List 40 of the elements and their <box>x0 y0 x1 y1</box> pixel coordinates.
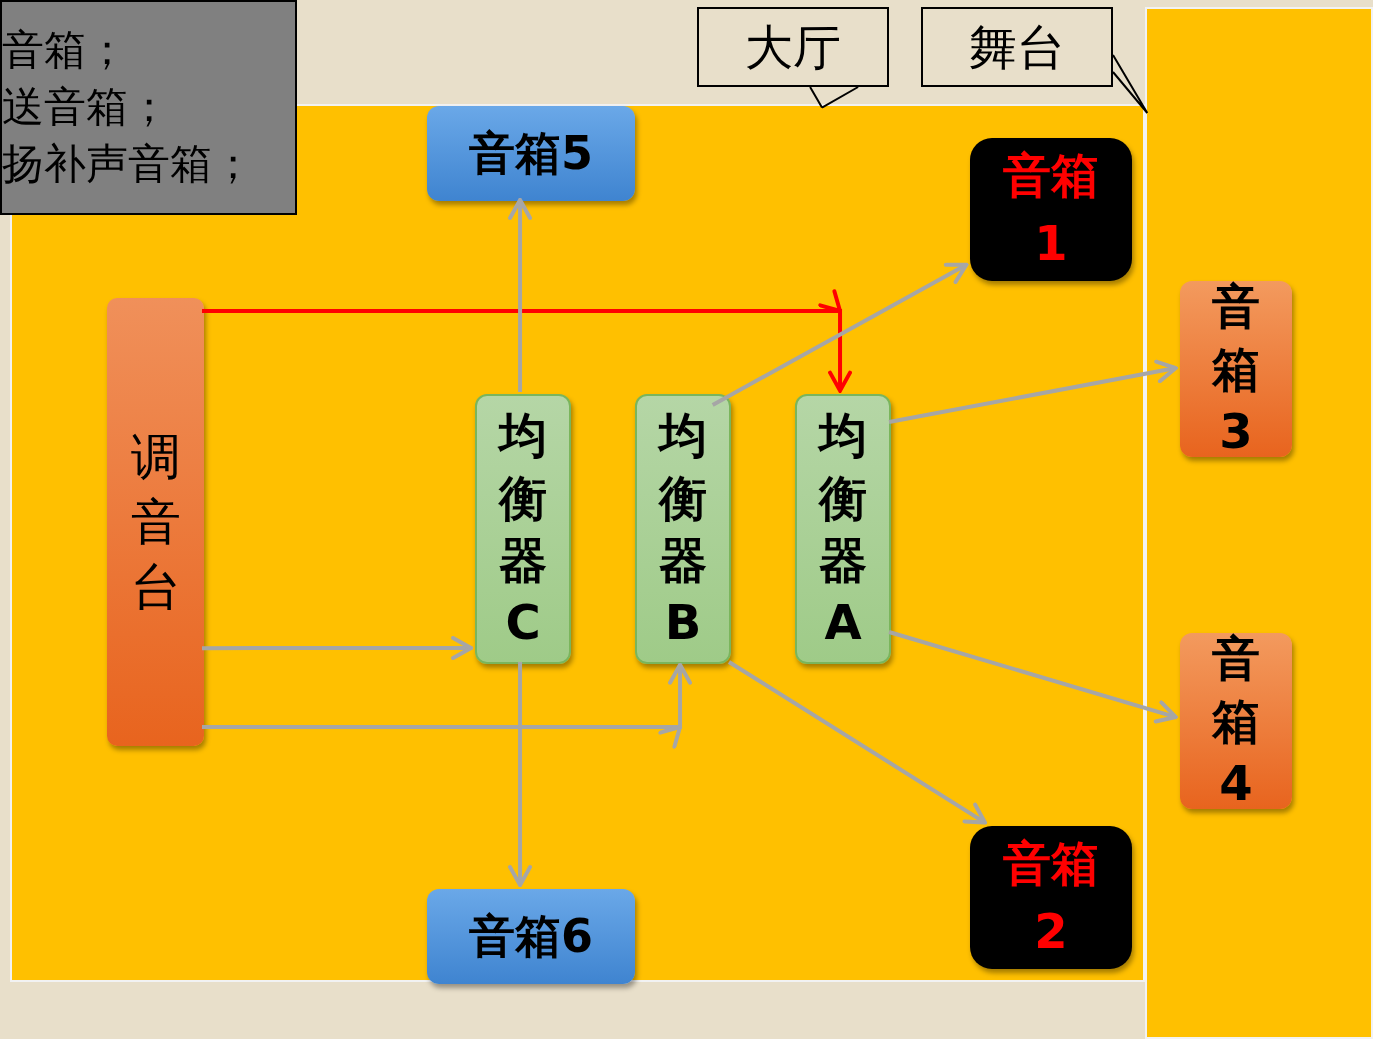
node-label: 大厅 <box>745 17 841 77</box>
callout-pointer <box>1112 54 1149 114</box>
node-label: 音箱5 <box>469 125 593 183</box>
arrow <box>202 663 692 749</box>
note-text: 扬补声音箱； <box>2 137 254 190</box>
speaker-box <box>1180 281 1292 457</box>
equalizer-box <box>795 394 891 664</box>
node-label: 音箱2 <box>1002 834 1100 961</box>
arrow <box>888 630 1178 724</box>
node-label: 音箱4 <box>1212 629 1260 814</box>
speaker-box <box>427 889 635 984</box>
node-label: 音箱3 <box>1212 277 1260 462</box>
callout-box <box>921 7 1113 87</box>
node-label: 均衡器C <box>499 406 547 653</box>
speaker-box <box>1180 633 1292 809</box>
arrow <box>888 359 1178 424</box>
area-region <box>1145 7 1373 1039</box>
arrow <box>508 197 533 392</box>
callout-pointer <box>809 86 860 109</box>
node-label: 均衡器B <box>659 406 707 653</box>
arrow <box>711 262 969 407</box>
speaker-box <box>970 826 1132 969</box>
arrow <box>202 289 852 393</box>
arrow <box>202 635 474 660</box>
note-text: 音箱； <box>2 24 128 77</box>
equalizer-box <box>635 394 731 664</box>
node-label: 舞台 <box>969 17 1065 77</box>
mixer-box <box>107 298 204 746</box>
note-text: 送音箱； <box>2 81 170 134</box>
equalizer-box <box>475 394 571 664</box>
arrow <box>508 662 533 888</box>
arrow <box>727 660 987 825</box>
node-label: 音箱6 <box>469 908 593 966</box>
node-label: 调音台 <box>130 426 181 618</box>
note-box <box>0 0 297 215</box>
speaker-box <box>970 138 1132 281</box>
node-label: 均衡器A <box>819 406 867 653</box>
speaker-box <box>427 106 635 201</box>
node-label: 音箱1 <box>1002 146 1100 273</box>
callout-box <box>697 7 889 87</box>
